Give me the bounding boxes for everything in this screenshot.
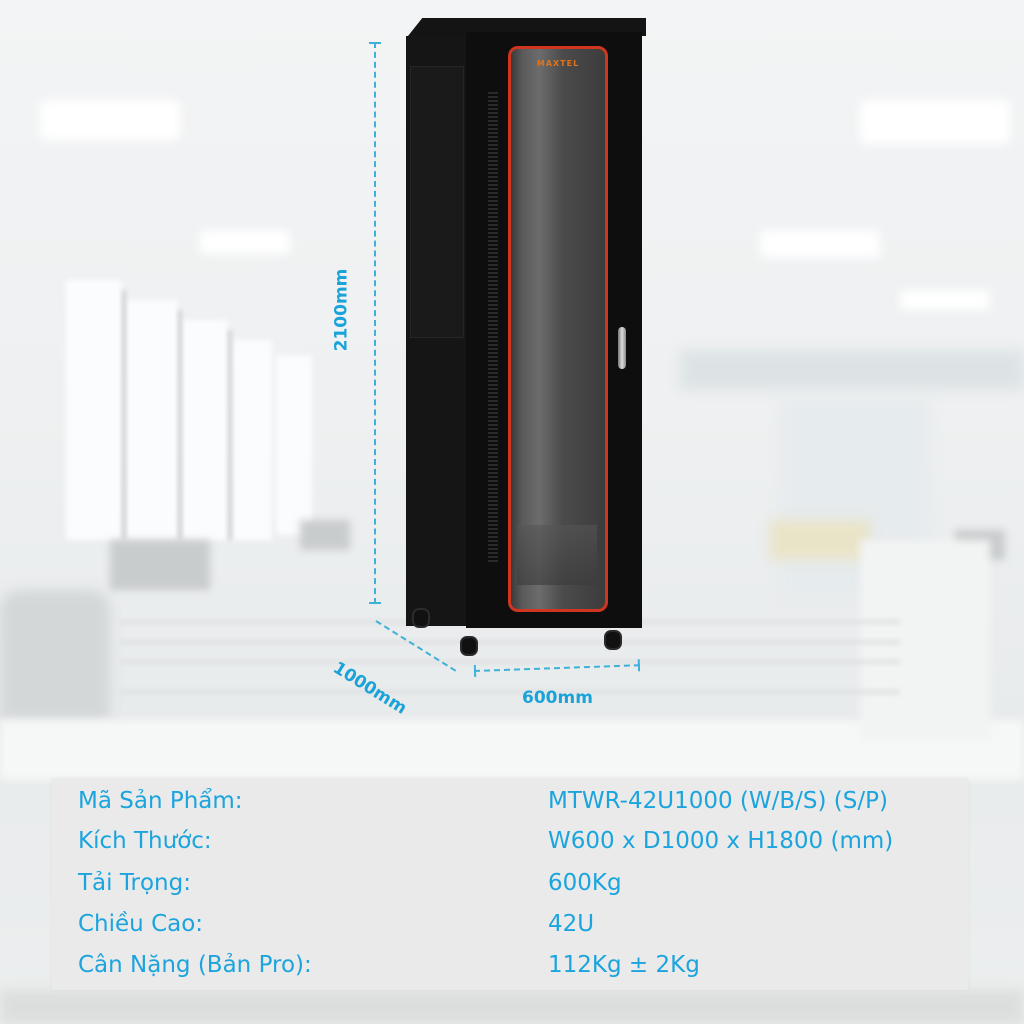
spec-value: 42U bbox=[548, 911, 595, 937]
perforated-vent-strip bbox=[488, 92, 498, 562]
background-stripe bbox=[120, 690, 900, 694]
spec-panel: Mã Sản Phẩm: MTWR-42U1000 (W/B/S) (S/P) … bbox=[52, 778, 968, 990]
window-pane bbox=[126, 300, 178, 540]
background-stripe bbox=[120, 660, 900, 664]
window-frame bbox=[178, 310, 182, 540]
background-chair bbox=[0, 590, 110, 720]
caster-wheel-icon bbox=[412, 608, 430, 628]
spec-label: Cân Nặng (Bản Pro): bbox=[78, 952, 312, 978]
door-handle-icon bbox=[618, 327, 626, 369]
height-dimension-line bbox=[369, 42, 381, 604]
spec-row-dimensions: Kích Thước: W600 x D1000 x H1800 (mm) bbox=[52, 828, 968, 868]
background-stripe bbox=[120, 640, 900, 644]
ceiling-light bbox=[200, 230, 290, 254]
spec-label: Kích Thước: bbox=[78, 828, 212, 854]
rack-cabinet-image: MAXTEL bbox=[402, 18, 646, 658]
spec-row-product-code: Mã Sản Phẩm: MTWR-42U1000 (W/B/S) (S/P) bbox=[52, 788, 968, 828]
caster-wheel-icon bbox=[460, 636, 478, 656]
window-frame bbox=[122, 290, 126, 540]
glass-door-panel: MAXTEL bbox=[508, 46, 608, 612]
ceiling-light bbox=[860, 100, 1010, 144]
cabinet-front-door: MAXTEL bbox=[466, 32, 642, 628]
ceiling-light bbox=[40, 100, 180, 140]
window-pane bbox=[66, 280, 122, 540]
background-floor bbox=[0, 990, 1024, 1024]
ceiling-light bbox=[760, 230, 880, 258]
background-desk bbox=[0, 720, 1024, 780]
spec-value: 600Kg bbox=[548, 870, 622, 896]
inner-shelf bbox=[517, 525, 597, 585]
window-pane bbox=[182, 320, 228, 540]
background-monitor bbox=[300, 520, 350, 550]
ceiling-light bbox=[900, 290, 990, 310]
window-frame bbox=[228, 330, 232, 540]
background-beam bbox=[680, 350, 1024, 390]
spec-value: 112Kg ± 2Kg bbox=[548, 952, 700, 978]
height-dimension-label: 2100mm bbox=[331, 268, 352, 352]
spec-label: Tải Trọng: bbox=[78, 870, 191, 896]
spec-row-height-units: Chiều Cao: 42U bbox=[52, 911, 968, 951]
background-plant-area bbox=[770, 520, 870, 560]
brand-logo: MAXTEL bbox=[536, 59, 580, 68]
width-dimension-label: 600mm bbox=[522, 688, 593, 708]
caster-wheel-icon bbox=[604, 630, 622, 650]
window-pane bbox=[232, 340, 272, 540]
window-pane bbox=[276, 355, 312, 535]
spec-value: W600 x D1000 x H1800 (mm) bbox=[548, 828, 894, 854]
background-monitor bbox=[110, 540, 210, 590]
spec-value: MTWR-42U1000 (W/B/S) (S/P) bbox=[548, 788, 888, 814]
cabinet-top bbox=[408, 18, 646, 36]
spec-row-load-capacity: Tải Trọng: 600Kg bbox=[52, 870, 968, 910]
spec-row-weight: Cân Nặng (Bản Pro): 112Kg ± 2Kg bbox=[52, 952, 968, 992]
cabinet-side-panel bbox=[406, 36, 467, 626]
spec-label: Mã Sản Phẩm: bbox=[78, 788, 243, 814]
side-panel-upper bbox=[410, 66, 464, 338]
spec-label: Chiều Cao: bbox=[78, 911, 204, 937]
